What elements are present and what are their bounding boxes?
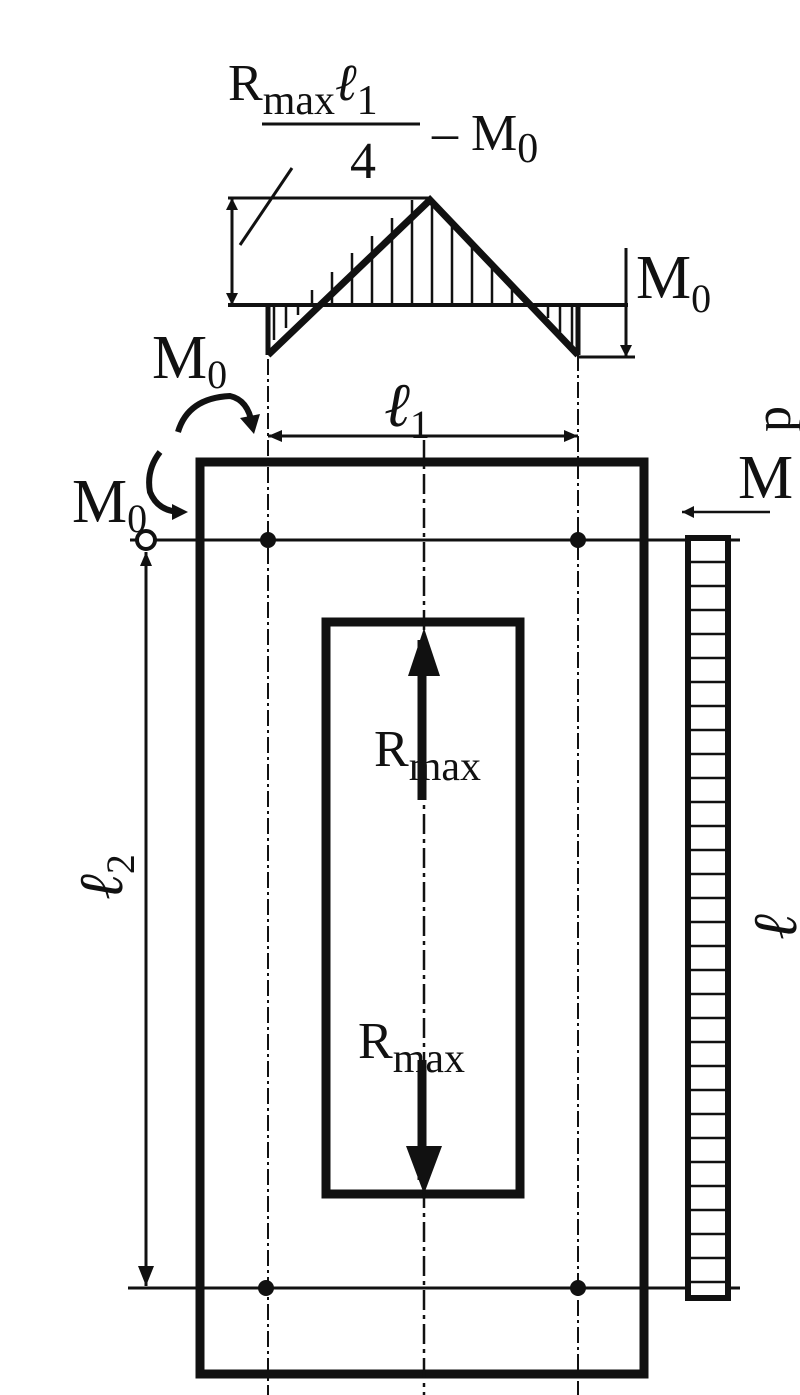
m0-dimension-arrow xyxy=(620,345,632,357)
rmax-down-arrowhead xyxy=(406,1146,442,1194)
right-wall-section xyxy=(682,506,770,1301)
formula-l: ℓ xyxy=(335,55,357,112)
rmax-arrows xyxy=(406,628,442,1194)
moment-hatching xyxy=(272,200,574,346)
label-rmax-upper: Rmax xyxy=(374,721,481,790)
label-m0-left: M0 xyxy=(72,468,147,541)
moment-diagram xyxy=(226,167,635,359)
m0-left-arrowhead xyxy=(172,504,188,520)
formula-r-sub: max xyxy=(263,78,335,124)
formula-minus-m-sub: 0 xyxy=(517,126,538,172)
label-m0-right: M0 xyxy=(636,244,711,321)
label-right-edge-p: p xyxy=(745,406,800,432)
label-l1: ℓ1 xyxy=(384,372,430,447)
rmax-up-arrowhead xyxy=(408,628,440,676)
node-bottom-left xyxy=(258,1280,274,1296)
m0-left-arrow-icon xyxy=(146,450,183,515)
node-top-left xyxy=(260,532,276,548)
l1-dimension xyxy=(267,305,579,1395)
svg-text:– M0: – M0 xyxy=(431,105,538,172)
node-left-pin xyxy=(135,529,157,551)
formula-l-sub: 1 xyxy=(357,78,378,124)
foundation-plan xyxy=(128,440,740,1395)
peak-dimension-arrow-top xyxy=(226,198,238,210)
node-bottom-right xyxy=(570,1280,586,1296)
formula-r: R xyxy=(228,55,263,112)
svg-text:Rmaxℓ1: Rmaxℓ1 xyxy=(228,55,378,124)
label-right-edge-m: M xyxy=(738,444,793,512)
peak-dimension-arrow-bottom xyxy=(226,293,238,305)
label-rmax-lower: Rmax xyxy=(358,1013,465,1082)
m0-upper-arrowhead xyxy=(240,414,260,434)
label-m0-upper-left: M0 xyxy=(152,324,227,397)
label-right-edge-l: ℓ xyxy=(742,914,800,940)
m0-upper-arrow-icon xyxy=(175,392,255,433)
formula-minus-m: – M xyxy=(431,105,517,162)
formula-leader-line xyxy=(238,167,294,246)
outer-slab xyxy=(195,457,649,1379)
moment-curve xyxy=(265,195,581,358)
l2-dimension xyxy=(138,552,154,1286)
formula-denominator: 4 xyxy=(350,133,376,190)
peak-formula: Rmaxℓ1 4 – M0 xyxy=(228,55,538,190)
node-top-right xyxy=(570,532,586,548)
label-l2: ℓ2 xyxy=(68,854,143,900)
